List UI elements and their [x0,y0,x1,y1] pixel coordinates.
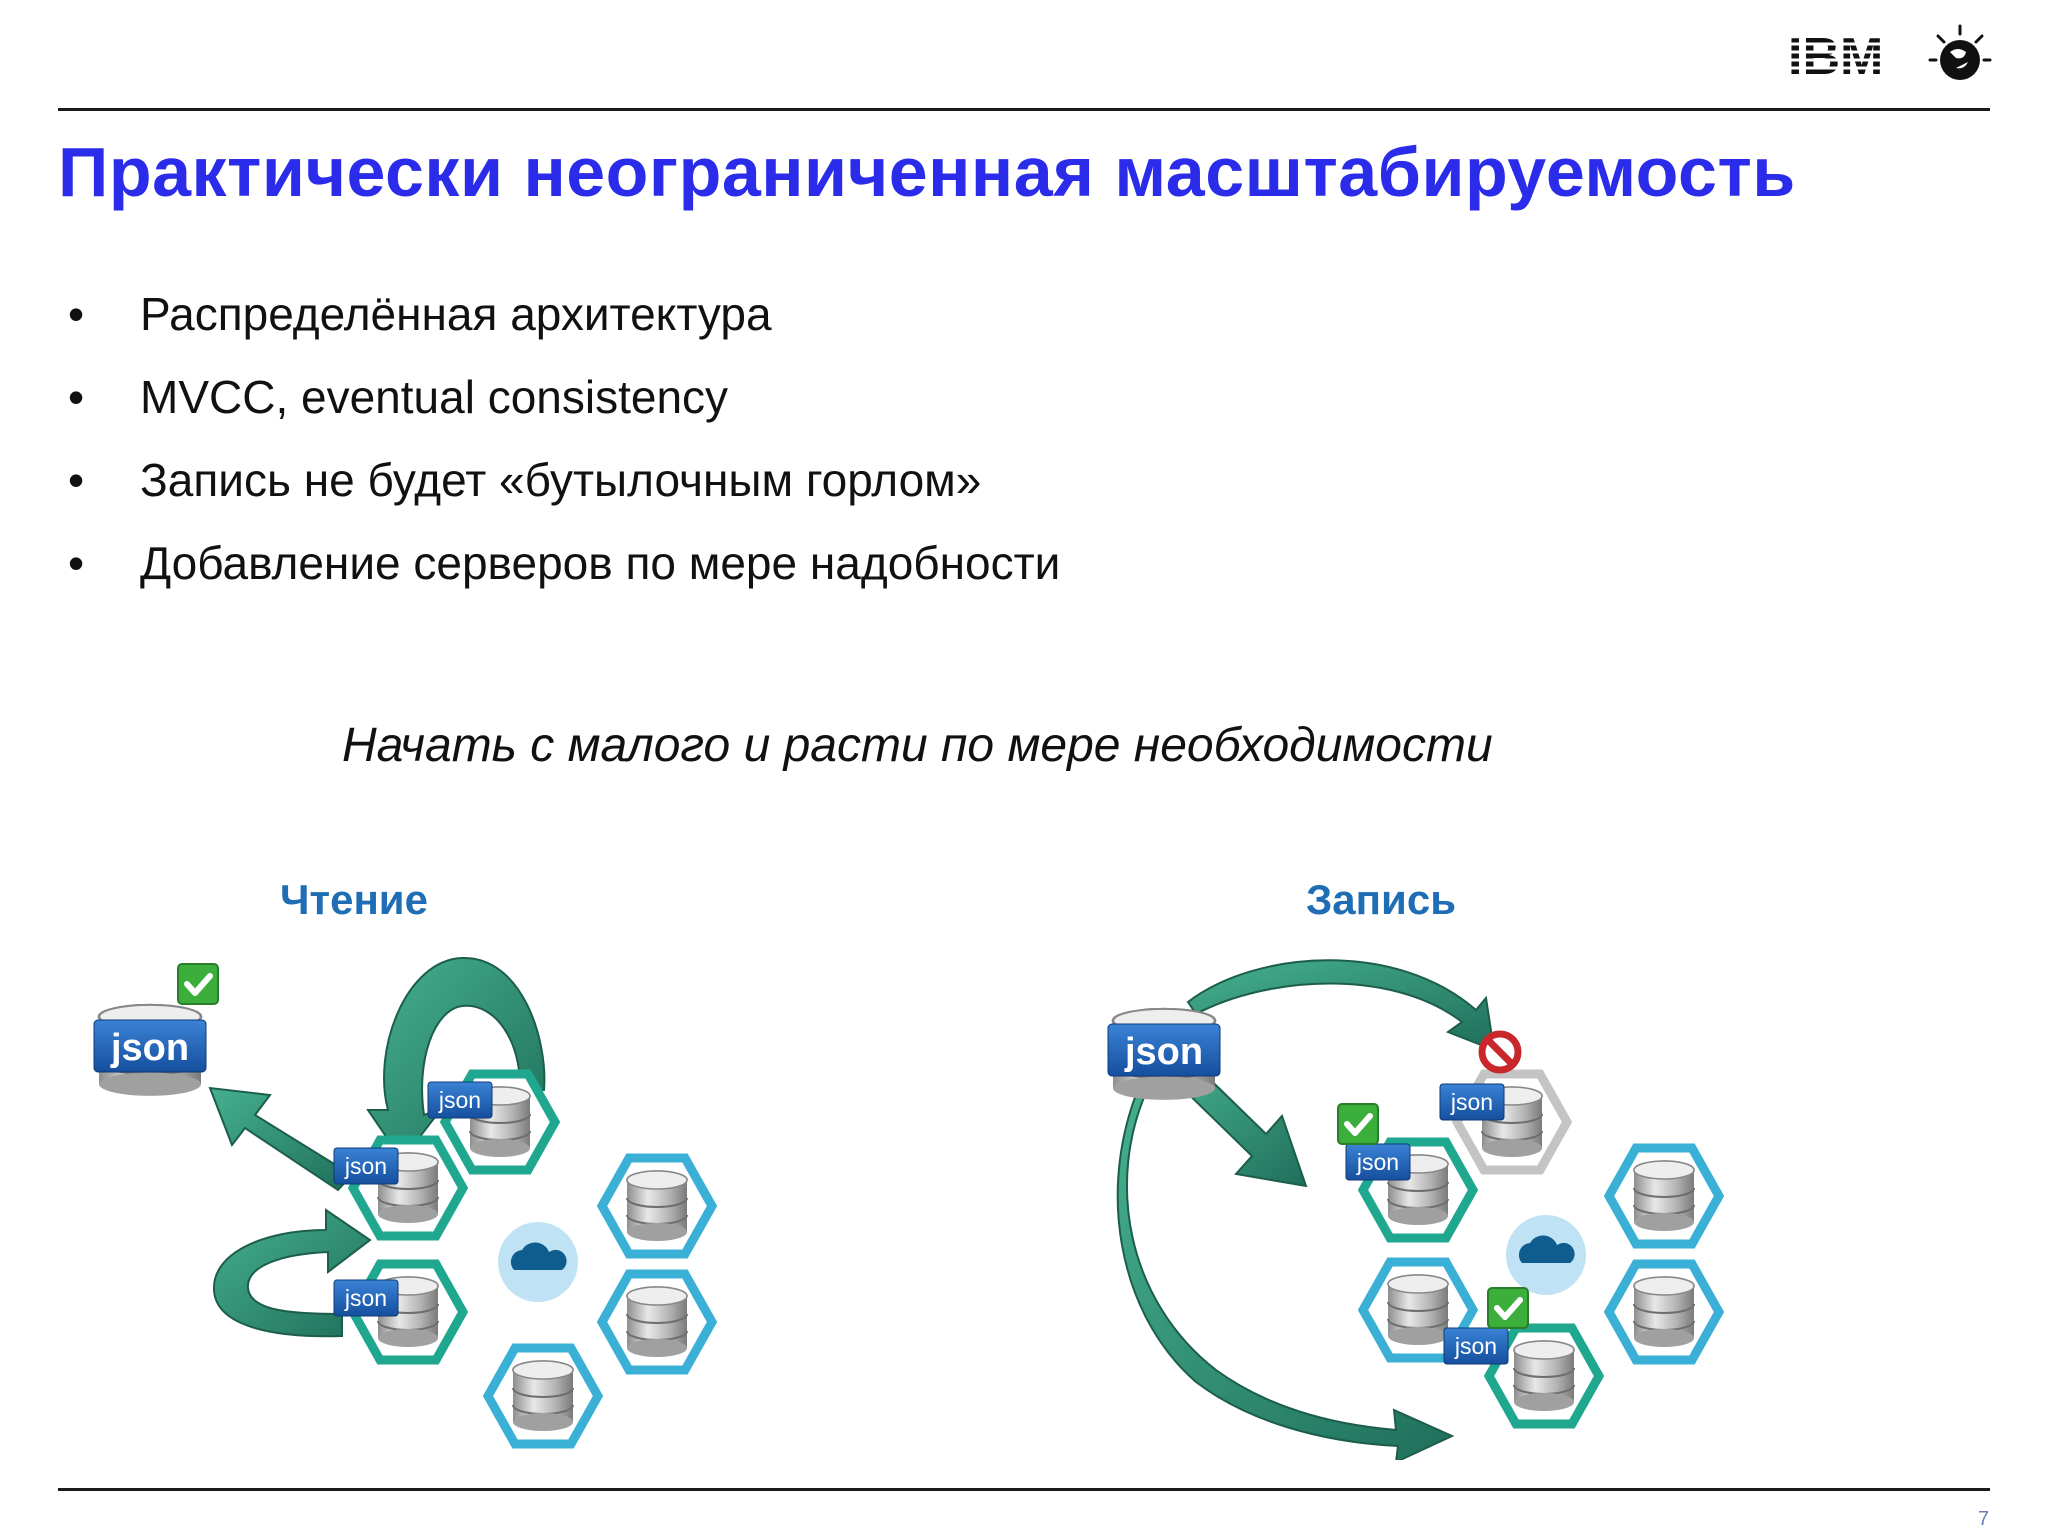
json-badge: json [1443,1327,1509,1365]
bullet-text: Добавление серверов по мере надобности [140,537,1061,589]
slide-title: Практически неограниченная масштабируемо… [58,133,1796,211]
green-check-icon [1338,1104,1378,1144]
node-blue-bottom [488,1348,598,1444]
page-number: 7 [1978,1508,1990,1530]
svg-text:json: json [1454,1333,1497,1359]
bullet-marker: • [68,371,85,423]
json-badge: json [333,1279,399,1317]
svg-text:json: json [344,1285,387,1311]
bullet-text: Распределённая архитектура [140,288,772,340]
write-label: Запись [1306,876,1457,923]
footer-divider [58,1488,1990,1491]
svg-text:json: json [438,1087,481,1113]
svg-text:json: json [1124,1031,1203,1073]
write-arrow-bottom [1116,1078,1455,1460]
svg-text:json: json [1450,1089,1493,1115]
read-diagram: json json json json [93,956,790,1460]
client-json-document: json [93,1003,207,1098]
node-blue-right-upper [602,1158,712,1254]
read-arrow-out [208,1086,354,1192]
write-arrow-top [1186,959,1496,1052]
write-diagram: json json json json [1107,959,1796,1460]
header-divider [58,108,1990,111]
svg-text:json: json [344,1153,387,1179]
svg-text:IBM: IBM [1788,28,1883,86]
tagline: Начать с малого и расти по мере необходи… [342,719,1493,772]
read-arrow-loop [212,1208,372,1338]
client-json-document: json [1107,1007,1221,1102]
node-blue-right-lower [1609,1264,1719,1360]
hub-cloud-icon [1506,1215,1586,1295]
green-check-icon [1488,1288,1528,1328]
hub-cloud-icon [498,1222,578,1302]
json-badge: json [427,1081,493,1119]
green-check-icon [178,964,218,1004]
bullet-marker: • [68,454,85,506]
svg-text:json: json [1356,1149,1399,1175]
json-badge: json [1345,1143,1411,1181]
node-blue-right-upper [1609,1148,1719,1244]
json-badge: json [333,1147,399,1185]
svg-text:json: json [110,1027,189,1069]
bullet-text: Запись не будет «бутылочным горлом» [140,454,982,506]
ibm-logo: IBM [1788,24,1992,86]
bullet-marker: • [68,537,85,589]
red-no-entry-icon [1482,1034,1518,1070]
smarter-planet-icon [1928,24,1992,80]
node-blue-right-lower [602,1274,712,1370]
bullet-marker: • [68,288,85,340]
read-label: Чтение [280,876,428,923]
read-arrow-up [366,956,546,1162]
json-badge: json [1439,1083,1505,1121]
bullet-text: MVCC, eventual consistency [140,371,729,423]
